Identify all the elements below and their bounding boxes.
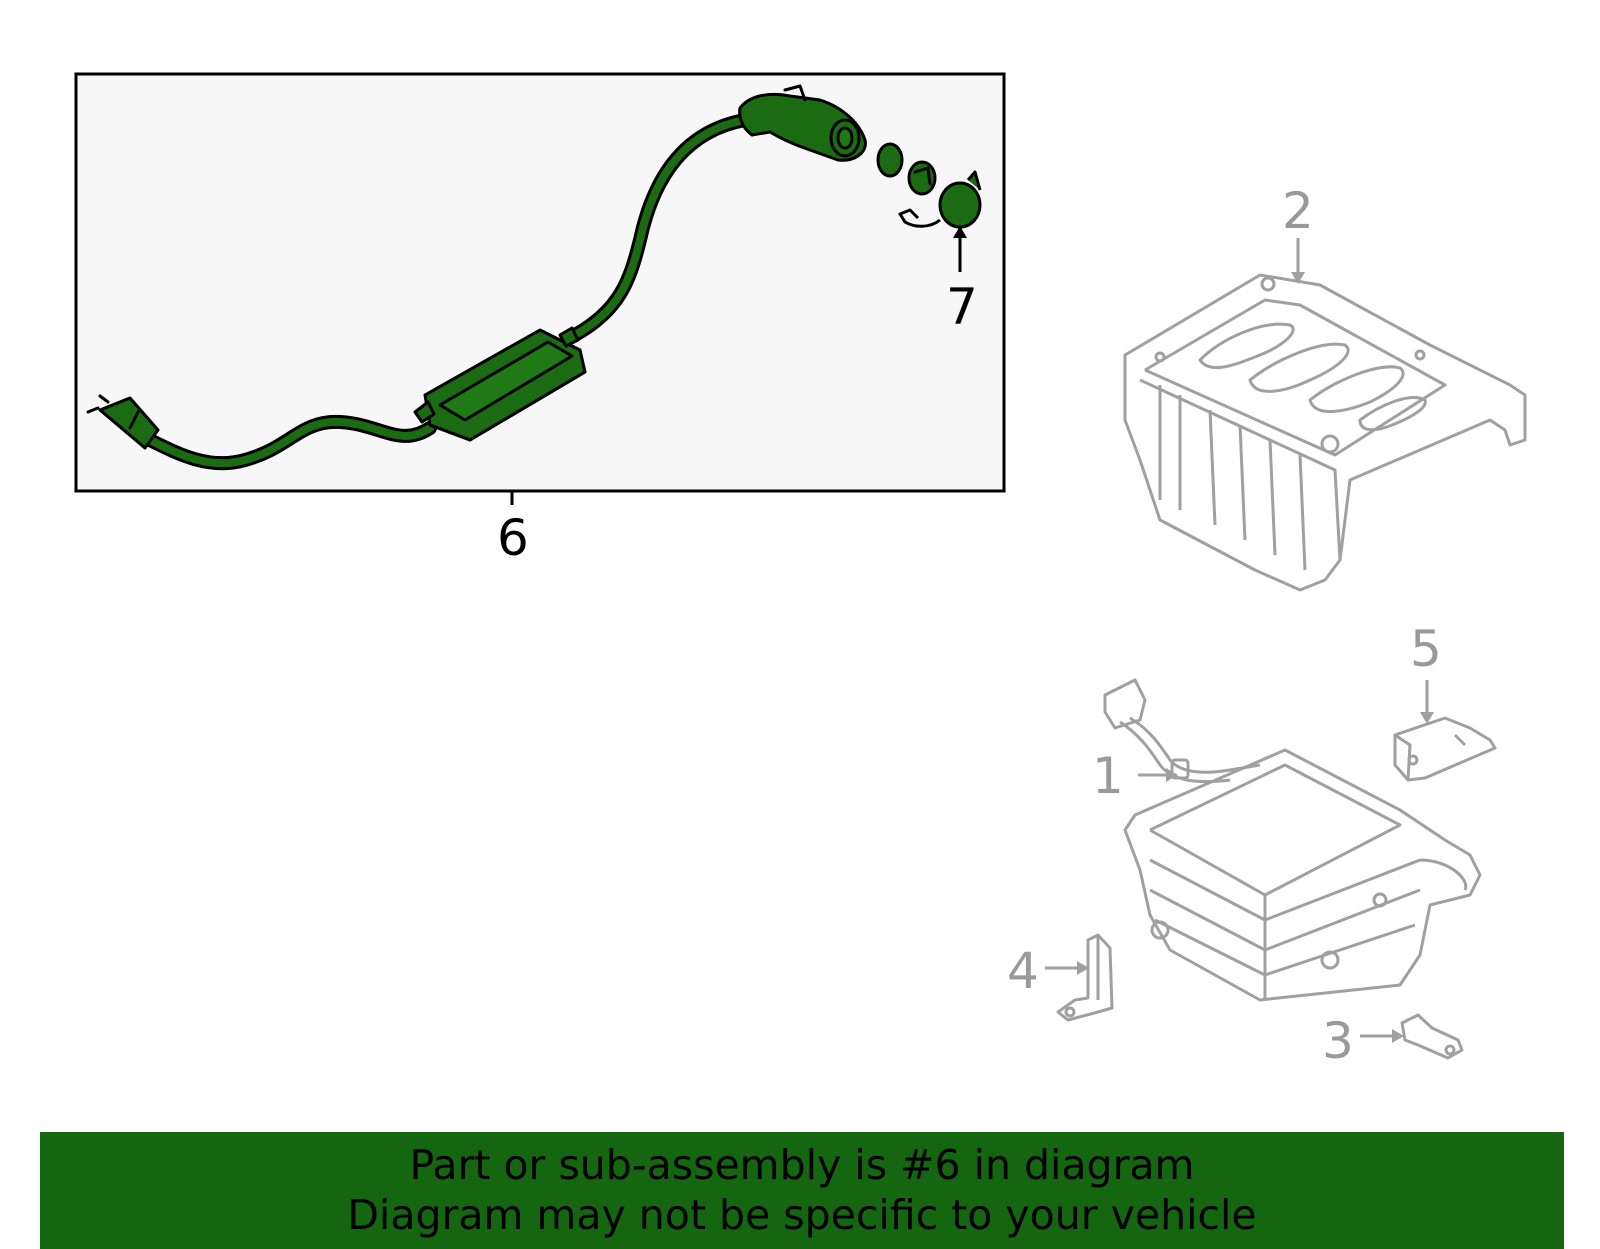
arrowhead-5 (1420, 712, 1434, 724)
bracket-5[interactable] (1393, 716, 1497, 782)
callout-1: 1 (1092, 747, 1124, 805)
callout-3: 3 (1322, 1012, 1354, 1070)
clip-3[interactable] (1400, 1013, 1464, 1060)
tray-bracket-2[interactable] (1123, 273, 1527, 592)
seal-ring-1 (876, 142, 904, 178)
arrowhead-4 (1077, 961, 1089, 975)
charging-cable-assembly[interactable] (86, 84, 937, 471)
seal-ring-2 (907, 160, 937, 196)
bracket-4[interactable] (1056, 933, 1114, 1022)
arrowhead-3 (1392, 1029, 1404, 1043)
arrowhead-7 (953, 226, 967, 238)
arrowhead-1 (1166, 768, 1178, 782)
wall-plug (86, 394, 160, 450)
callout-5: 5 (1410, 620, 1442, 678)
wiring-harness-1[interactable] (1103, 678, 1261, 784)
vehicle-connector (738, 84, 867, 162)
footer-banner: Part or sub-assembly is #6 in diagram Di… (40, 1132, 1564, 1249)
callout-6: 6 (497, 509, 529, 567)
connector-cap-7[interactable] (898, 170, 982, 229)
callout-4: 4 (1007, 942, 1039, 1000)
main-unit-assembly (1123, 748, 1482, 1002)
footer-line-1: Part or sub-assembly is #6 in diagram (409, 1141, 1195, 1189)
control-box (413, 326, 587, 442)
footer-line-2: Diagram may not be specific to your vehi… (347, 1191, 1257, 1239)
callout-2: 2 (1282, 182, 1314, 240)
callout-7: 7 (946, 278, 978, 336)
arrowhead-2 (1291, 272, 1305, 284)
